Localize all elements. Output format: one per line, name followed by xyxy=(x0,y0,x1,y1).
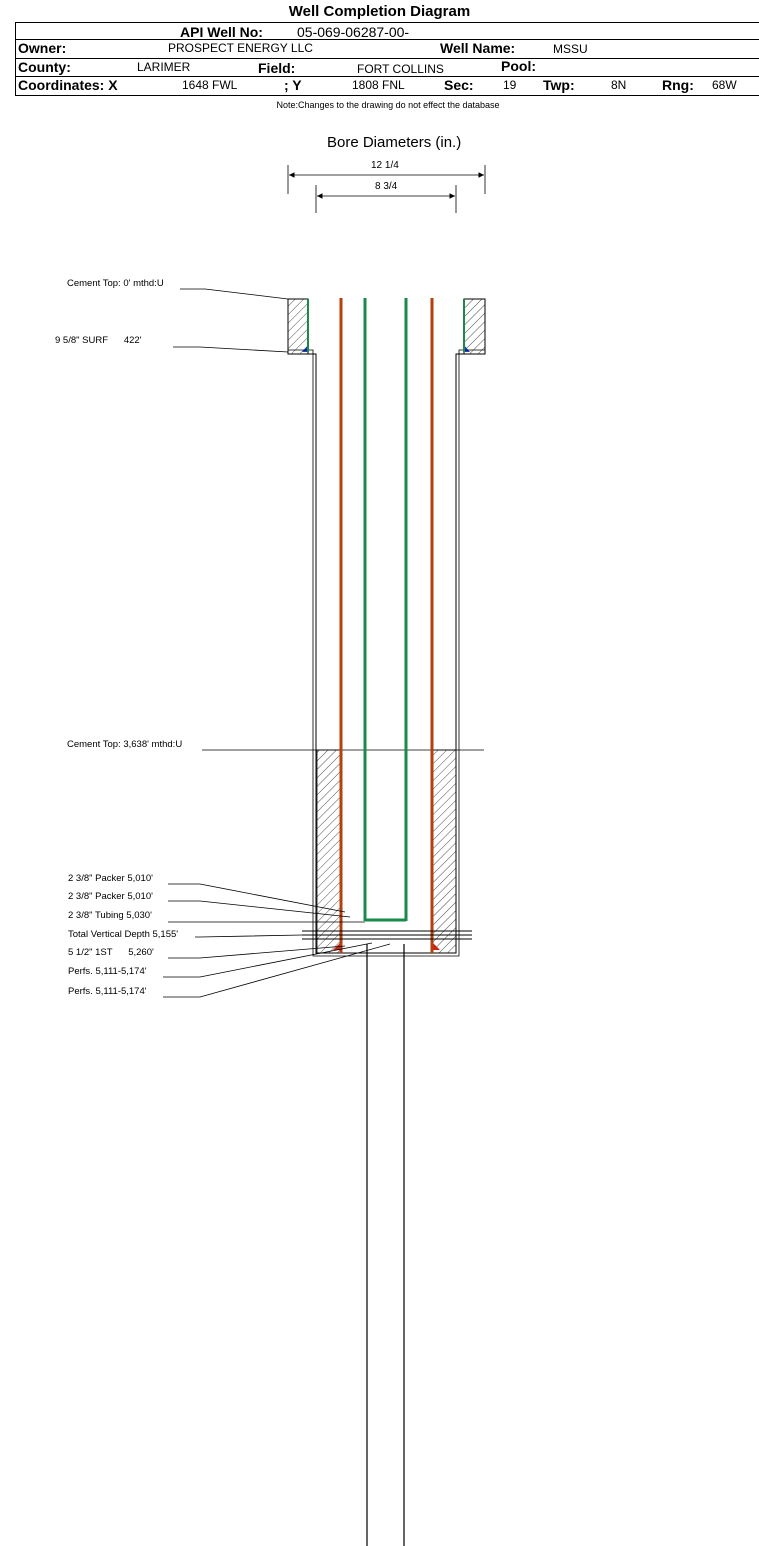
diagram-title: Well Completion Diagram xyxy=(288,3,471,20)
owner-label: Owner: xyxy=(18,40,67,56)
coordinates-y-value: 1808 FNL xyxy=(352,78,405,92)
coordinates-x-label: Coordinates: X xyxy=(18,77,118,93)
field-label: Field: xyxy=(258,60,296,76)
header-table xyxy=(15,22,759,96)
api-value: 05-069-06287-00- xyxy=(297,24,410,40)
field-value: FORT COLLINS xyxy=(357,62,444,76)
bore-dimension-lines xyxy=(287,165,486,213)
owner-value: PROSPECT ENERGY LLC xyxy=(168,41,313,55)
coordinates-x-value: 1648 FWL xyxy=(182,78,238,92)
surface-cement-right xyxy=(463,298,486,355)
annotation-production-casing: 5 1/2" 1ST 5,260' xyxy=(68,947,154,958)
production-cement-right xyxy=(431,749,457,954)
annotation-perfs-1: Perfs. 5,111-5,174' xyxy=(68,966,147,977)
rng-value: 68W xyxy=(712,78,737,92)
well-name-label: Well Name: xyxy=(440,40,516,56)
api-label: API Well No: xyxy=(180,24,263,40)
annotation-packer-2: 2 3/8" Packer 5,010' xyxy=(68,891,153,902)
header-divider xyxy=(15,76,759,77)
annotation-surface-casing: 9 5/8" SURF 422' xyxy=(55,335,142,346)
pool-label: Pool: xyxy=(501,58,536,74)
well-name-value: MSSU xyxy=(553,42,588,56)
drawing-note: Note:Changes to the drawing do not effec… xyxy=(276,100,500,110)
bore-diameters-title: Bore Diameters (in.) xyxy=(327,134,462,151)
county-value: LARIMER xyxy=(137,60,191,74)
twp-label: Twp: xyxy=(543,77,575,93)
bore-outer-diameter: 12 1/4 xyxy=(371,160,399,171)
header-divider xyxy=(15,58,759,59)
annotation-tubing: 2 3/8" Tubing 5,030' xyxy=(68,910,152,921)
sec-value: 19 xyxy=(503,78,517,92)
total-depth-lines xyxy=(302,930,472,940)
production-cement-left xyxy=(316,749,342,954)
twp-value: 8N xyxy=(611,78,627,92)
annotation-cement-top-production: Cement Top: 3,638' mthd:U xyxy=(67,739,183,750)
annotation-perfs-2: Perfs. 5,111-5,174' xyxy=(68,986,147,997)
production-shoe-left xyxy=(333,942,341,950)
rng-label: Rng: xyxy=(662,77,694,93)
annotation-leaders xyxy=(163,288,391,998)
annotation-cement-top-surface: Cement Top: 0' mthd:U xyxy=(67,278,164,289)
coordinates-y-label: ; Y xyxy=(284,77,302,93)
bore-inner-diameter: 8 3/4 xyxy=(375,181,398,192)
sec-label: Sec: xyxy=(444,77,474,93)
header-divider xyxy=(15,39,759,40)
annotation-total-vertical-depth: Total Vertical Depth 5,155' xyxy=(68,929,179,940)
surface-cement-left xyxy=(287,298,309,355)
production-shoe-right xyxy=(432,942,440,950)
annotation-packer-1: 2 3/8" Packer 5,010' xyxy=(68,873,153,884)
county-label: County: xyxy=(18,59,71,75)
